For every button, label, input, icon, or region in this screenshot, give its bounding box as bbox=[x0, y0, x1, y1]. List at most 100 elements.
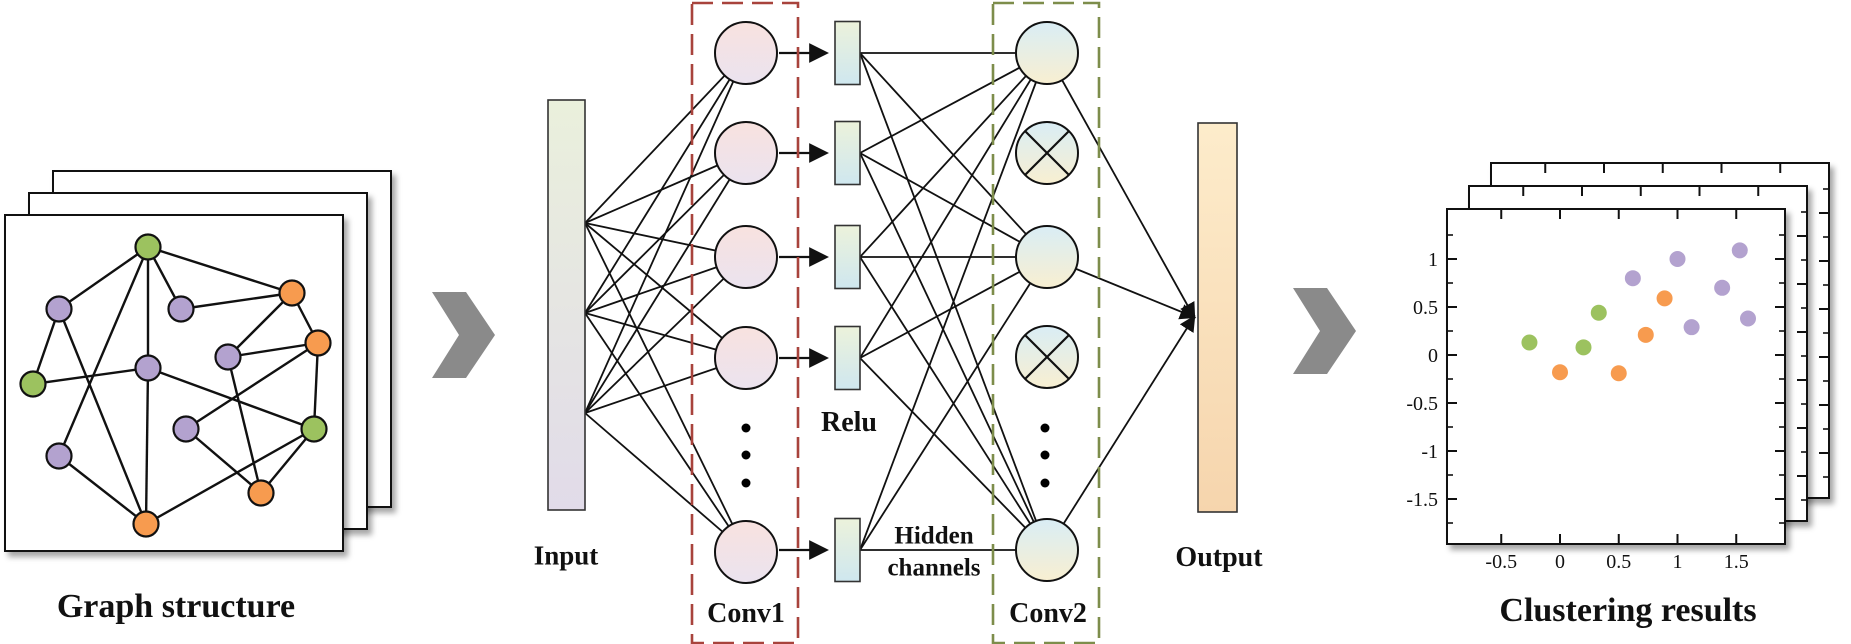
relu-label: Relu bbox=[821, 407, 877, 438]
scatter-point-green bbox=[1575, 339, 1592, 356]
graph-edge bbox=[145, 427, 315, 526]
graph-edge bbox=[312, 342, 320, 430]
graph-edge bbox=[144, 367, 150, 525]
graph-node-purple bbox=[167, 295, 195, 323]
y-axis-tick-label: -1.5 bbox=[1406, 489, 1438, 511]
scatter-point-orange bbox=[1552, 364, 1568, 381]
graph-node-green bbox=[19, 370, 47, 398]
input-to-conv1-line bbox=[584, 256, 747, 414]
graph-edge bbox=[57, 308, 148, 525]
ellipsis-dot bbox=[741, 423, 751, 433]
graph-node-purple bbox=[45, 442, 73, 470]
conv2-neuron bbox=[1015, 21, 1079, 85]
conv1-neuron bbox=[714, 225, 778, 289]
graph-structure-panels bbox=[4, 170, 392, 552]
conv1-label: Conv1 bbox=[707, 598, 785, 629]
y-axis-tick-label: -0.5 bbox=[1406, 393, 1438, 415]
flow-chevrons bbox=[432, 288, 1356, 378]
graph-edge bbox=[185, 341, 319, 431]
output-feature-bar bbox=[1197, 122, 1238, 513]
graph-edge bbox=[180, 291, 293, 311]
graph-edge bbox=[227, 341, 319, 359]
relu-to-conv2-line bbox=[859, 357, 1048, 551]
graph-edge bbox=[226, 356, 263, 494]
scatter-point-green bbox=[1590, 304, 1607, 321]
layer-dashed-boxes bbox=[690, 1, 1101, 644]
graph-edge bbox=[260, 428, 315, 494]
graph-node-orange bbox=[247, 479, 275, 507]
chevron-right-icon bbox=[1293, 288, 1356, 374]
output-label: Output bbox=[1175, 542, 1263, 573]
y-axis-tick-label: 0.5 bbox=[1413, 297, 1438, 319]
input-to-conv1-line bbox=[584, 52, 747, 224]
conv1-neuron bbox=[714, 520, 778, 584]
relu-to-conv2-line bbox=[859, 152, 1048, 551]
scatter-point-purple bbox=[1624, 270, 1641, 287]
graph-edge bbox=[227, 292, 293, 358]
x-axis-tick-label: -0.5 bbox=[1485, 551, 1517, 573]
graph-edge bbox=[58, 455, 147, 525]
conv1-dashed-box bbox=[690, 1, 800, 644]
graph-edge bbox=[32, 366, 149, 386]
input-feature-bar bbox=[547, 99, 586, 511]
graph-structure-label: Graph structure bbox=[56, 588, 296, 625]
scatter-point-orange bbox=[1656, 290, 1673, 307]
graph-node-purple bbox=[45, 295, 73, 323]
graph-edge bbox=[147, 245, 293, 295]
conv1-neuron bbox=[714, 326, 778, 390]
graph-edges bbox=[31, 245, 320, 526]
x-axis-tick-label: 1.5 bbox=[1724, 551, 1749, 573]
conv1-neuron bbox=[714, 121, 778, 185]
relu-to-conv2-line bbox=[859, 52, 1048, 258]
relu-to-conv2-line bbox=[859, 256, 1048, 359]
conv2-neuron bbox=[1015, 225, 1079, 289]
y-axis-tick-label: 1 bbox=[1428, 249, 1438, 271]
input-to-conv1-line bbox=[584, 52, 747, 314]
conv2-to-output-arrow bbox=[1046, 314, 1196, 551]
network-layer-shapes bbox=[547, 20, 1238, 584]
graph-node-green bbox=[134, 233, 162, 261]
scatter-point-purple bbox=[1740, 310, 1756, 327]
graph-node-green bbox=[300, 415, 328, 443]
input-to-conv1-line bbox=[584, 222, 747, 553]
hidden-channels-label-line2: channels bbox=[887, 554, 981, 582]
ellipsis-dot bbox=[741, 450, 751, 460]
graph-edge bbox=[185, 428, 262, 494]
dropout-x-icon bbox=[1024, 130, 1070, 176]
input-to-conv1-line bbox=[584, 412, 747, 553]
relu-bar bbox=[834, 224, 861, 290]
ellipsis-dot bbox=[741, 478, 751, 488]
clustering-results-label: Clustering results bbox=[1499, 592, 1757, 629]
conv2-label: Conv2 bbox=[1009, 598, 1087, 629]
scatter-point-purple bbox=[1683, 319, 1700, 336]
x-axis-tick-label: 0.5 bbox=[1606, 551, 1631, 573]
dropout-x-icon bbox=[1024, 334, 1070, 380]
relu-bar bbox=[834, 20, 861, 86]
scatter-point-green bbox=[1521, 334, 1538, 351]
relu-to-conv2-line bbox=[859, 52, 1048, 359]
input-to-conv1-line bbox=[584, 222, 747, 359]
ellipsis-dot bbox=[1040, 423, 1050, 433]
y-axis-tick-label: -1 bbox=[1421, 441, 1438, 463]
graph-node-purple bbox=[214, 343, 242, 371]
conv2-dashed-box bbox=[991, 1, 1101, 644]
scatter-point-purple bbox=[1731, 242, 1748, 259]
conv1-neuron bbox=[714, 21, 778, 85]
hidden-channels-label-line1: Hidden bbox=[894, 522, 974, 550]
graph-node-orange bbox=[278, 279, 306, 307]
input-to-conv1-line bbox=[584, 52, 747, 414]
scatter-point-purple bbox=[1714, 279, 1731, 296]
scatter-point-purple bbox=[1669, 251, 1686, 267]
relu-bar bbox=[834, 517, 861, 583]
network-connection-lines bbox=[584, 43, 1197, 560]
graph-panel bbox=[4, 214, 344, 552]
graph-node-purple bbox=[172, 415, 200, 443]
input-to-conv1-line bbox=[584, 152, 747, 414]
x-axis-tick-label: 1 bbox=[1673, 551, 1683, 573]
y-axis-tick-label: 0 bbox=[1428, 345, 1438, 367]
relu-bar bbox=[834, 325, 861, 391]
ellipsis-dot bbox=[1040, 478, 1050, 488]
